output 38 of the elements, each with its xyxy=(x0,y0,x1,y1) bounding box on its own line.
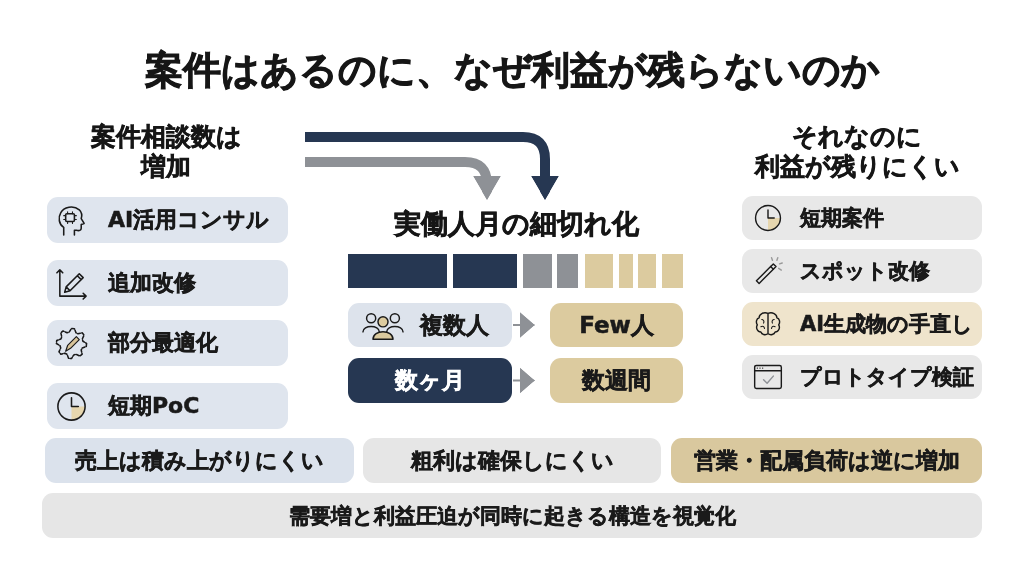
item-card xyxy=(47,320,288,366)
column-heading: それなのに利益が残りにくい xyxy=(754,122,960,182)
card-label: 追加改修 xyxy=(108,269,196,297)
card-label: 粗利は確保しにくい xyxy=(410,446,614,475)
card-label: 売上は積み上がりにくい xyxy=(75,446,324,475)
card-label: AI活用コンサル xyxy=(108,206,270,234)
card-label: AI生成物の手直し xyxy=(800,311,974,338)
item-card xyxy=(742,355,982,399)
card-label: 短期PoC xyxy=(108,392,200,420)
item-card xyxy=(550,303,683,347)
page-title: 案件はあるのに、なぜ利益が残らないのか xyxy=(144,47,880,93)
footer-bar xyxy=(42,493,982,538)
card-label: 需要増と利益圧迫が同時に起きる構造を視覚化 xyxy=(288,502,736,530)
card-label: Few人 xyxy=(579,310,654,340)
curved-arrow xyxy=(305,132,559,200)
item-card xyxy=(47,260,288,306)
card-label: 数週間 xyxy=(582,366,651,395)
card-label: 営業・配属負荷は逆に増加 xyxy=(693,446,960,475)
item-card xyxy=(742,196,982,240)
section-heading: 実働人月の細切れ化 xyxy=(380,200,652,248)
summary-card xyxy=(45,438,354,483)
card-label: 複数人 xyxy=(420,310,489,340)
card-label: スポット改修 xyxy=(800,258,930,285)
card-label: 短期案件 xyxy=(800,205,884,232)
summary-card xyxy=(671,438,982,483)
item-card xyxy=(742,302,982,346)
card-label: 数ヶ月 xyxy=(395,366,465,395)
column-heading: 案件相談数は増加 xyxy=(90,122,242,182)
curved-arrow xyxy=(305,157,501,200)
summary-card xyxy=(363,438,661,483)
item-card xyxy=(348,303,512,347)
item-card xyxy=(47,197,288,243)
item-card xyxy=(348,358,512,403)
item-card xyxy=(47,383,288,429)
card-label: 部分最適化 xyxy=(108,329,218,357)
item-card xyxy=(742,249,982,293)
item-card xyxy=(550,358,683,403)
card-label: プロトタイプ検証 xyxy=(800,364,974,391)
